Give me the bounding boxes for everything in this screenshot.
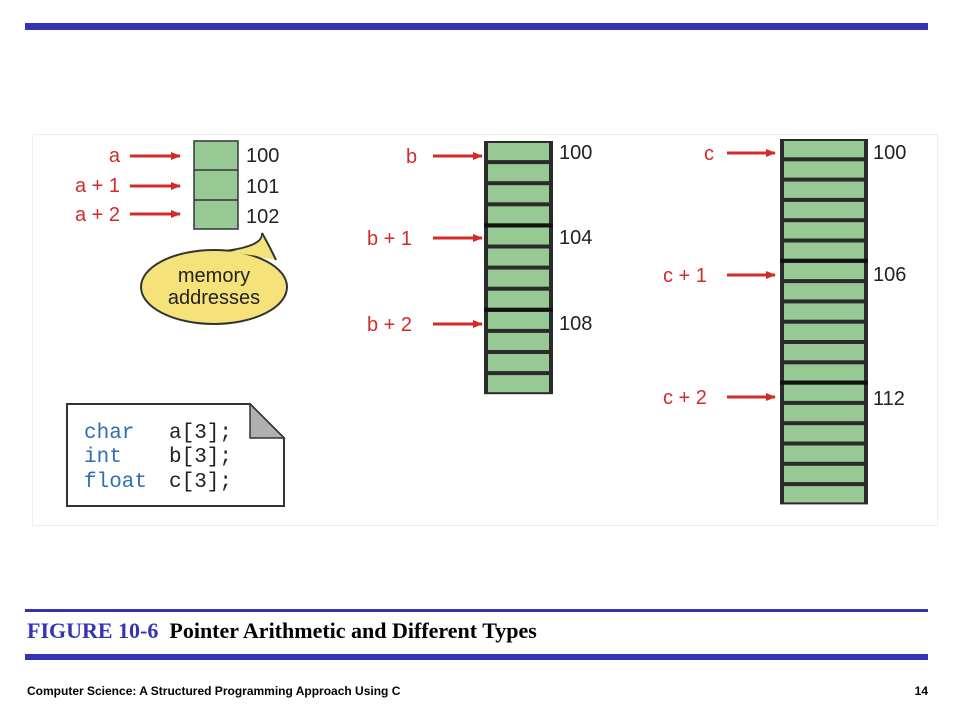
address-b-plus-2: 108 — [559, 313, 592, 335]
memory-byte-cell — [784, 201, 864, 219]
footer-book-title: Computer Science: A Structured Programmi… — [27, 684, 401, 698]
memory-byte-cell — [784, 445, 864, 462]
code-decl-a: a[3]; — [169, 422, 232, 445]
top-rule — [25, 23, 928, 30]
address-c-plus-1: 106 — [873, 264, 906, 286]
element-boundary — [484, 223, 553, 228]
memory-byte-cell — [488, 227, 549, 245]
memory-byte-cell — [784, 323, 864, 340]
address-b-plus-1: 104 — [559, 227, 592, 249]
pointer-a-plus-2: a + 2 — [75, 204, 120, 226]
bubble-line-1: memory — [178, 265, 250, 287]
note-fold — [249, 402, 286, 439]
float-array-c — [780, 139, 868, 505]
memory-byte-cell — [784, 404, 864, 422]
figure-title: Pointer Arithmetic and Different Types — [169, 618, 537, 643]
pointer-b-plus-2: b + 2 — [367, 314, 412, 336]
memory-byte-cell — [488, 206, 549, 224]
memory-byte-cell — [784, 222, 864, 239]
memory-byte-cell — [488, 332, 549, 350]
memory-byte-cell — [784, 344, 864, 361]
memory-byte-cell — [488, 375, 549, 393]
array-frame — [780, 139, 868, 505]
memory-byte-cell — [488, 354, 549, 372]
memory-byte-cell — [784, 364, 864, 381]
code-decl-b: b[3]; — [169, 446, 232, 469]
memory-byte-cell — [784, 242, 864, 259]
memory-byte-cell — [784, 181, 864, 198]
code-type-char: char — [84, 422, 134, 445]
pointer-c-plus-1: c + 1 — [663, 265, 707, 287]
address-b: 100 — [559, 142, 592, 164]
figure-10-6-diagram: 100 101 102 a a + 1 a + 2 memory address… — [32, 134, 938, 526]
memory-byte-cell — [784, 425, 864, 442]
memory-addresses-bubble — [140, 232, 288, 325]
note-page — [66, 403, 285, 507]
caption-rule-top — [25, 609, 928, 612]
bubble-line-2: addresses — [168, 287, 260, 309]
address-a: 100 — [246, 145, 279, 167]
address-c: 100 — [873, 142, 906, 164]
figure-number: FIGURE 10-6 — [27, 618, 159, 643]
pointer-c-plus-2: c + 2 — [663, 387, 707, 409]
memory-byte-cell — [784, 141, 864, 158]
memory-byte-cell — [784, 384, 864, 401]
element-boundary — [780, 380, 868, 385]
memory-byte-cell — [488, 185, 549, 203]
memory-byte-cell — [488, 311, 549, 329]
memory-byte-cell — [784, 465, 864, 483]
memory-byte-cell — [488, 290, 549, 308]
address-c-plus-2: 112 — [873, 388, 905, 410]
memory-byte-cell — [784, 283, 864, 300]
pointer-b-plus-1: b + 1 — [367, 228, 412, 250]
char-array-body — [193, 140, 239, 230]
bubble-body — [140, 249, 288, 325]
footer-page-number: 14 — [914, 684, 928, 698]
memory-byte-cell — [784, 262, 864, 280]
caption-rule-bottom — [25, 654, 928, 660]
pointer-b: b — [406, 146, 417, 168]
code-type-float: float — [84, 471, 147, 494]
address-a-plus-1: 101 — [246, 176, 279, 198]
memory-byte-cell — [784, 303, 864, 320]
code-type-int: int — [84, 446, 122, 469]
pointer-a-plus-1: a + 1 — [75, 175, 120, 197]
memory-byte-cell — [488, 164, 549, 182]
memory-byte-cell — [784, 486, 864, 503]
figure-caption: FIGURE 10-6 Pointer Arithmetic and Diffe… — [27, 618, 537, 644]
element-boundary — [780, 258, 868, 263]
memory-byte-cell — [784, 161, 864, 178]
element-boundary — [484, 307, 553, 312]
pointer-a: a — [109, 145, 121, 167]
int-array-b — [484, 141, 553, 395]
char-array-a — [193, 140, 239, 230]
array-frame — [484, 141, 553, 395]
code-decl-c: c[3]; — [169, 471, 232, 494]
memory-byte-cell — [488, 269, 549, 287]
address-a-plus-2: 102 — [246, 206, 279, 228]
memory-byte-cell — [488, 143, 549, 161]
pointer-c: c — [704, 143, 714, 165]
memory-byte-cell — [488, 248, 549, 266]
code-note — [66, 402, 286, 507]
